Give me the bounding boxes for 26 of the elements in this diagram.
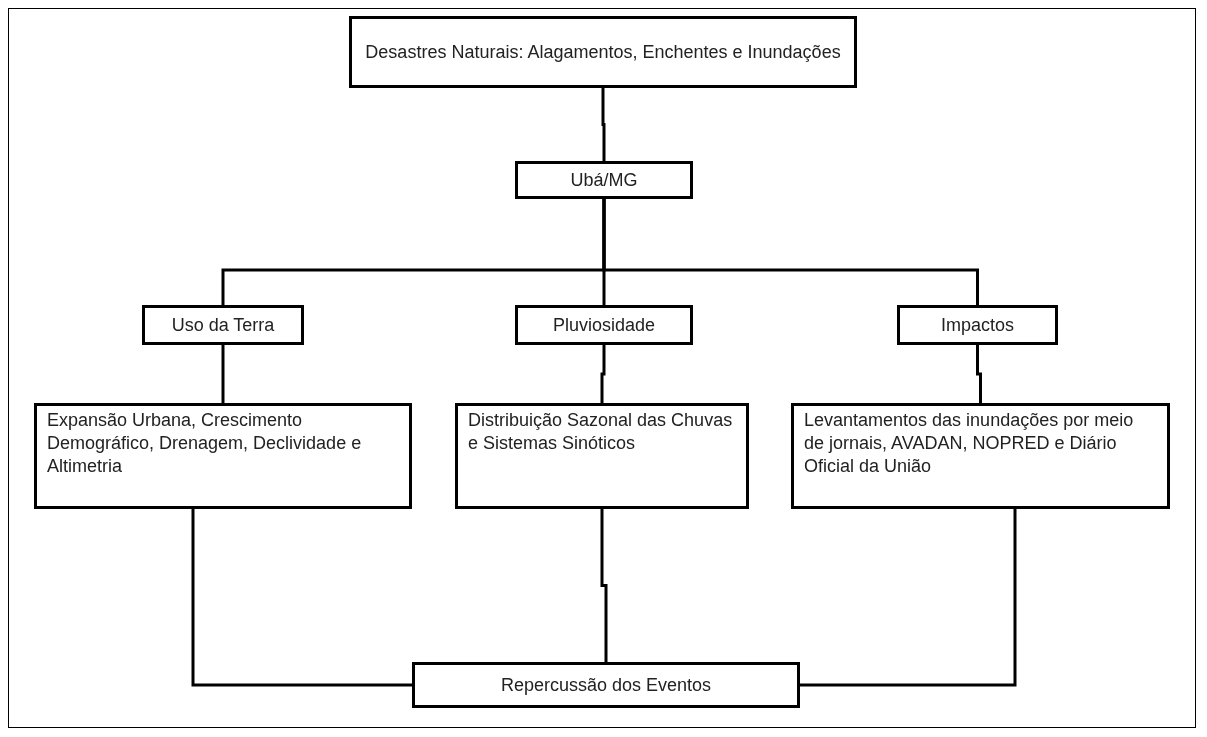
connector-line [191,509,412,687]
box-text: Expansão Urbana, Crescimento Demográfico, Drenagem, Declividade e Altimetria [47,409,363,478]
connector-line [221,345,225,403]
box-text: Uso da Terra [171,313,275,337]
box-text: Repercussão dos Eventos [500,673,712,697]
process-box [791,403,1170,509]
box-text: Desastres Naturais: Alagamentos, Enchentes e Inundações [365,40,841,64]
connector-line [600,509,608,662]
process-box [34,403,412,509]
box-text: Ubá/MG [570,168,638,192]
box-text: Levantamentos das inundações por meio de jornais, AVADAN, NOPRED e Diário Oficial da União [804,409,1135,478]
connector-line [600,345,606,403]
process-box [515,305,693,345]
box-text: Impactos [941,313,1014,337]
process-box [455,403,749,509]
connector-line [800,509,1017,687]
process-box [349,16,857,88]
process-box [142,305,304,345]
process-box [897,305,1058,345]
process-box [515,161,693,199]
connector-line [602,199,979,305]
process-box [412,662,800,708]
connector-line [976,345,982,403]
connector-line [601,88,606,161]
box-text: Pluviosidade [552,313,656,337]
box-text: Distribuição Sazonal das Chuvas e Sistemas Sinóticos [468,409,734,455]
